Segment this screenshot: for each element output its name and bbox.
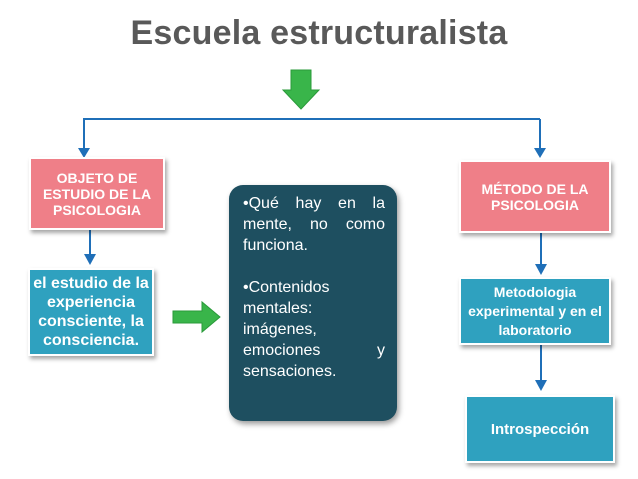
right-header-box: MÉTODO DE LA PSICOLOGIA: [459, 160, 611, 233]
right-header-text: MÉTODO DE LA PSICOLOGIA: [481, 180, 589, 213]
arrowhead-icon: [535, 264, 547, 275]
left-header-text: OBJETO DE ESTUDIO DE LA PSICOLOGIA: [42, 169, 152, 218]
center-content-box: •Qué hay en la mente, no como funciona. …: [229, 185, 397, 421]
down-arrow-icon: [281, 69, 321, 110]
arrowhead-icon: [78, 148, 90, 158]
right-arrow-icon: [172, 300, 221, 334]
diagram-title: Escuela estructuralista: [130, 14, 508, 52]
right-bottom-box: Introspección: [465, 395, 615, 463]
left-header-box: OBJETO DE ESTUDIO DE LA PSICOLOGIA: [29, 157, 165, 230]
left-content-box: el estudio de la experiencia consciente,…: [28, 268, 154, 356]
right-content-text: Metodologia experimental y en el laborat…: [468, 283, 602, 338]
arrowhead-icon: [535, 380, 547, 391]
right-bottom-text: Introspección: [490, 420, 590, 438]
center-line-1: •Qué hay en la mente, no como funciona.: [243, 195, 385, 254]
arrowhead-icon: [534, 148, 546, 158]
left-content-text: el estudio de la experiencia consciente,…: [33, 275, 149, 349]
arrowhead-icon: [84, 254, 96, 265]
right-content-box: Metodologia experimental y en el laborat…: [459, 277, 611, 345]
center-line-2: •Contenidos mentales: imágenes, emocione…: [243, 279, 385, 380]
